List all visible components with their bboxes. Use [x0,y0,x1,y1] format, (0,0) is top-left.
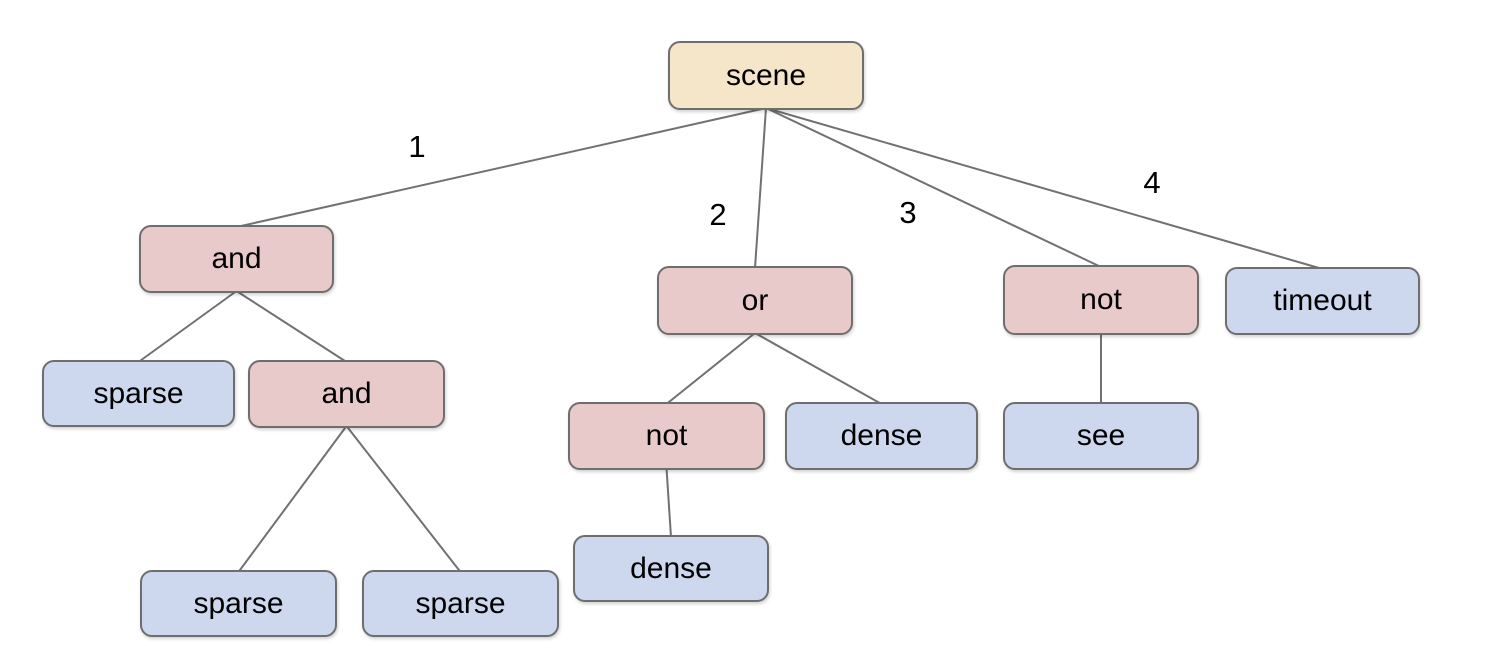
tree-node-dense1: dense [785,402,978,470]
tree-node-sparse1: sparse [42,360,235,427]
edge-or1-to-not2 [665,332,756,405]
edge-scene-to-and1 [236,107,767,228]
edge-label-2: 2 [709,197,727,232]
edge-and1-to-and2 [235,290,348,363]
edge-label-4: 4 [1143,165,1161,200]
edge-or1-to-dense1 [754,332,882,405]
edge-and2-to-sparse2 [237,425,348,573]
tree-node-and2: and [248,360,445,428]
edge-scene-to-timeout1 [765,107,1323,270]
tree-node-sparse3: sparse [362,570,559,637]
edge-and2-to-sparse3 [345,425,462,573]
edge-scene-to-not1 [765,107,1102,268]
tree-node-or1: or [657,266,853,335]
tree-node-and1: and [139,225,334,293]
tree-node-timeout1: timeout [1225,267,1420,335]
edge-and1-to-sparse1 [137,290,238,363]
tree-node-dense2: dense [573,535,769,602]
edge-label-1: 1 [408,129,426,164]
tree-node-see1: see [1003,402,1199,470]
tree-node-sparse2: sparse [140,570,337,637]
tree-node-not2: not [568,402,765,470]
edge-label-3: 3 [899,195,917,230]
edge-scene-to-or1 [754,107,767,269]
tree-node-scene: scene [668,41,864,110]
tree-node-not1: not [1003,265,1199,335]
edge-not2-to-dense2 [665,467,672,538]
